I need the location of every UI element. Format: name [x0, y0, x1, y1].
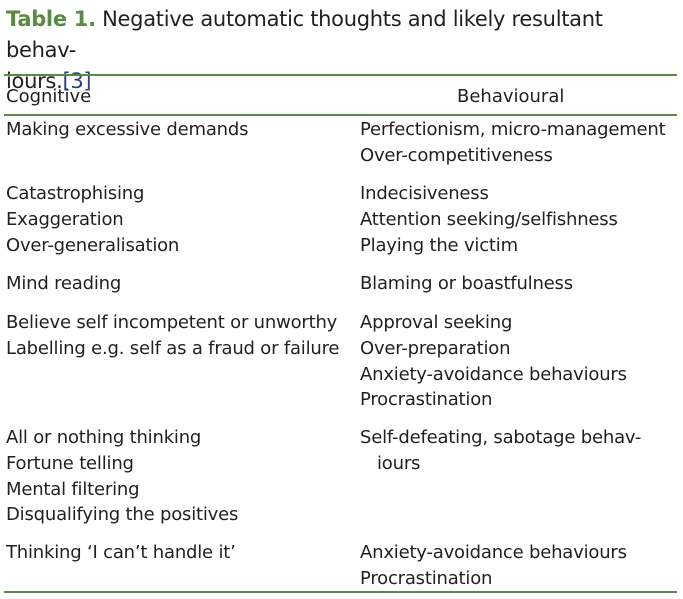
column-header-cognitive: Cognitive — [6, 86, 92, 107]
cell-line: Procrastination — [360, 389, 493, 411]
cell-line: Self-defeating, sabotage behav- — [360, 427, 642, 448]
caption-text-line1: Negative automatic thoughts and likely r… — [6, 7, 603, 62]
cell-line: Procrastination — [360, 567, 493, 589]
cognitive-cell: Believe self incompetent or unworthy Lab… — [6, 310, 356, 362]
cell-line: Catastrophising — [6, 183, 145, 204]
table-caption: Table 1. Negative automatic thoughts and… — [6, 4, 678, 97]
cell-line: Believe self incompetent or unworthy — [6, 312, 338, 333]
cell-line: Anxiety-avoidance behaviours — [360, 542, 627, 563]
behavioural-cell: Approval seeking Over-preparation Anxiet… — [360, 310, 678, 413]
cell-line: Over-competitiveness — [360, 144, 553, 166]
cognitive-cell: All or nothing thinking Fortune telling … — [6, 425, 356, 528]
cell-line: Indecisiveness — [360, 183, 489, 204]
cell-line: Disqualifying the positives — [6, 504, 239, 526]
header-rule — [4, 114, 677, 116]
caption-label: Table 1. — [6, 7, 96, 31]
cell-line: Blaming or boastfulness — [360, 273, 573, 294]
cell-line: Mental filtering — [6, 478, 140, 500]
cell-line: Playing the victim — [360, 234, 518, 256]
cell-line: Labelling e.g. self as a fraud or failur… — [6, 337, 340, 359]
behavioural-cell: Indecisiveness Attention seeking/selfish… — [360, 181, 678, 258]
cognitive-cell: Thinking ‘I can’t handle it’ — [6, 540, 356, 566]
behavioural-cell: Self-defeating, sabotage behav- iours — [360, 425, 678, 477]
cell-line: Mind reading — [6, 273, 122, 294]
cell-line: Making excessive demands — [6, 119, 249, 140]
behavioural-cell: Anxiety-avoidance behaviours Procrastina… — [360, 540, 678, 592]
cell-line: Anxiety-avoidance behaviours — [360, 363, 627, 385]
behavioural-cell: Blaming or boastfulness — [360, 271, 678, 297]
cognitive-cell: Mind reading — [6, 271, 356, 297]
behavioural-cell: Perfectionism, micro-management Over-com… — [360, 117, 678, 169]
cell-line: Perfectionism, micro-management — [360, 119, 666, 140]
column-header-behavioural: Behavioural — [457, 86, 565, 107]
cell-line: Over-generalisation — [6, 234, 180, 256]
top-rule — [4, 74, 677, 76]
caption-reference-link[interactable]: [3] — [62, 69, 92, 93]
cognitive-cell: Making excessive demands — [6, 117, 356, 143]
cell-line: All or nothing thinking — [6, 427, 202, 448]
cell-line: iours — [377, 452, 421, 474]
cell-line: Exaggeration — [6, 208, 124, 230]
cell-line: Thinking ‘I can’t handle it’ — [6, 542, 236, 563]
cell-line: Approval seeking — [360, 312, 513, 333]
cognitive-cell: Catastrophising Exaggeration Over-genera… — [6, 181, 356, 258]
caption-text-line2: iours. — [6, 69, 63, 93]
cell-line: Over-preparation — [360, 337, 511, 359]
bottom-rule — [4, 591, 677, 593]
cell-line: Fortune telling — [6, 452, 134, 474]
cell-line: Attention seeking/selfishness — [360, 208, 618, 230]
